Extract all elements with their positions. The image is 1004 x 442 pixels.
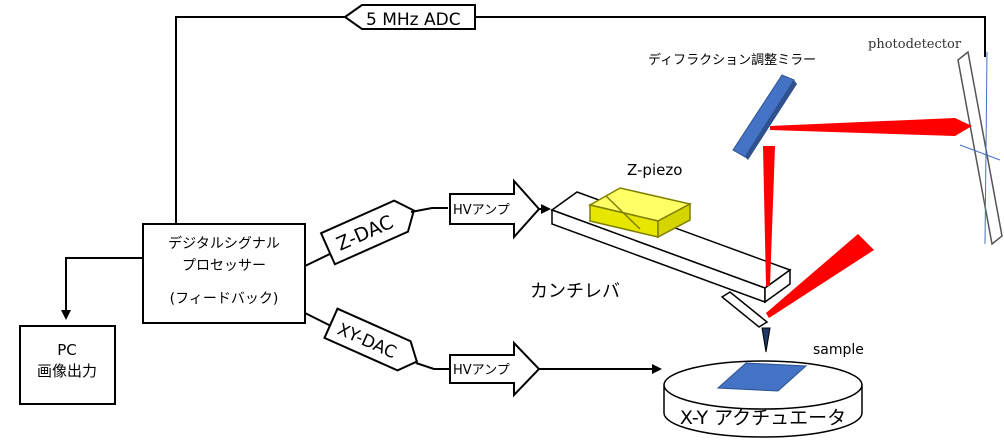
pc-line1: PC xyxy=(57,341,77,359)
hv-amp-bottom-label: HVアンプ xyxy=(453,363,510,378)
photodetector xyxy=(957,50,1003,246)
xydac-block: XY-DAC xyxy=(323,307,419,372)
cantilever-tip xyxy=(761,327,771,353)
adc-block xyxy=(343,4,476,30)
adc-to-dsp-line xyxy=(175,16,345,224)
dsp-block xyxy=(142,223,306,324)
photodetector-label: photodetector xyxy=(868,37,962,52)
actuator-label: X-Y アクチュエータ xyxy=(680,407,846,429)
hv-amp-top-label: HVアンプ xyxy=(453,203,510,218)
cantilever-arm xyxy=(720,291,769,328)
hv-amp-top-block xyxy=(449,178,541,240)
zdac-block: Z-DAC xyxy=(319,199,416,266)
dsp-to-pc-line xyxy=(61,257,143,320)
pc-line2: 画像出力 xyxy=(37,362,97,380)
xy-actuator xyxy=(663,360,863,438)
zpiezo-label: Z-piezo xyxy=(627,161,682,179)
sample-label: sample xyxy=(813,342,864,358)
laser-beams xyxy=(763,118,972,318)
zpiezo-block xyxy=(587,187,693,239)
pc-block xyxy=(19,325,116,405)
cantilever-label: カンチレバ xyxy=(530,281,620,302)
dsp-line3: (フィードバック) xyxy=(170,291,279,307)
diffraction-mirror xyxy=(732,74,797,160)
zpiezo-divider xyxy=(605,195,641,230)
dsp-to-xydac-line xyxy=(304,312,332,327)
xydac-to-hv-line xyxy=(415,362,450,370)
adc-label: 5 MHz ADC xyxy=(366,10,461,30)
hv-amp-bottom-block xyxy=(449,340,541,398)
adc-feedback-line xyxy=(475,16,986,57)
dsp-line2: プロセッサー xyxy=(182,258,266,274)
sample-plate xyxy=(716,362,808,392)
zdac-to-hv-line xyxy=(410,207,448,213)
dsp-line1: デジタルシグナル xyxy=(168,235,280,252)
mirror-label: ディフラクション調整ミラー xyxy=(648,52,816,68)
